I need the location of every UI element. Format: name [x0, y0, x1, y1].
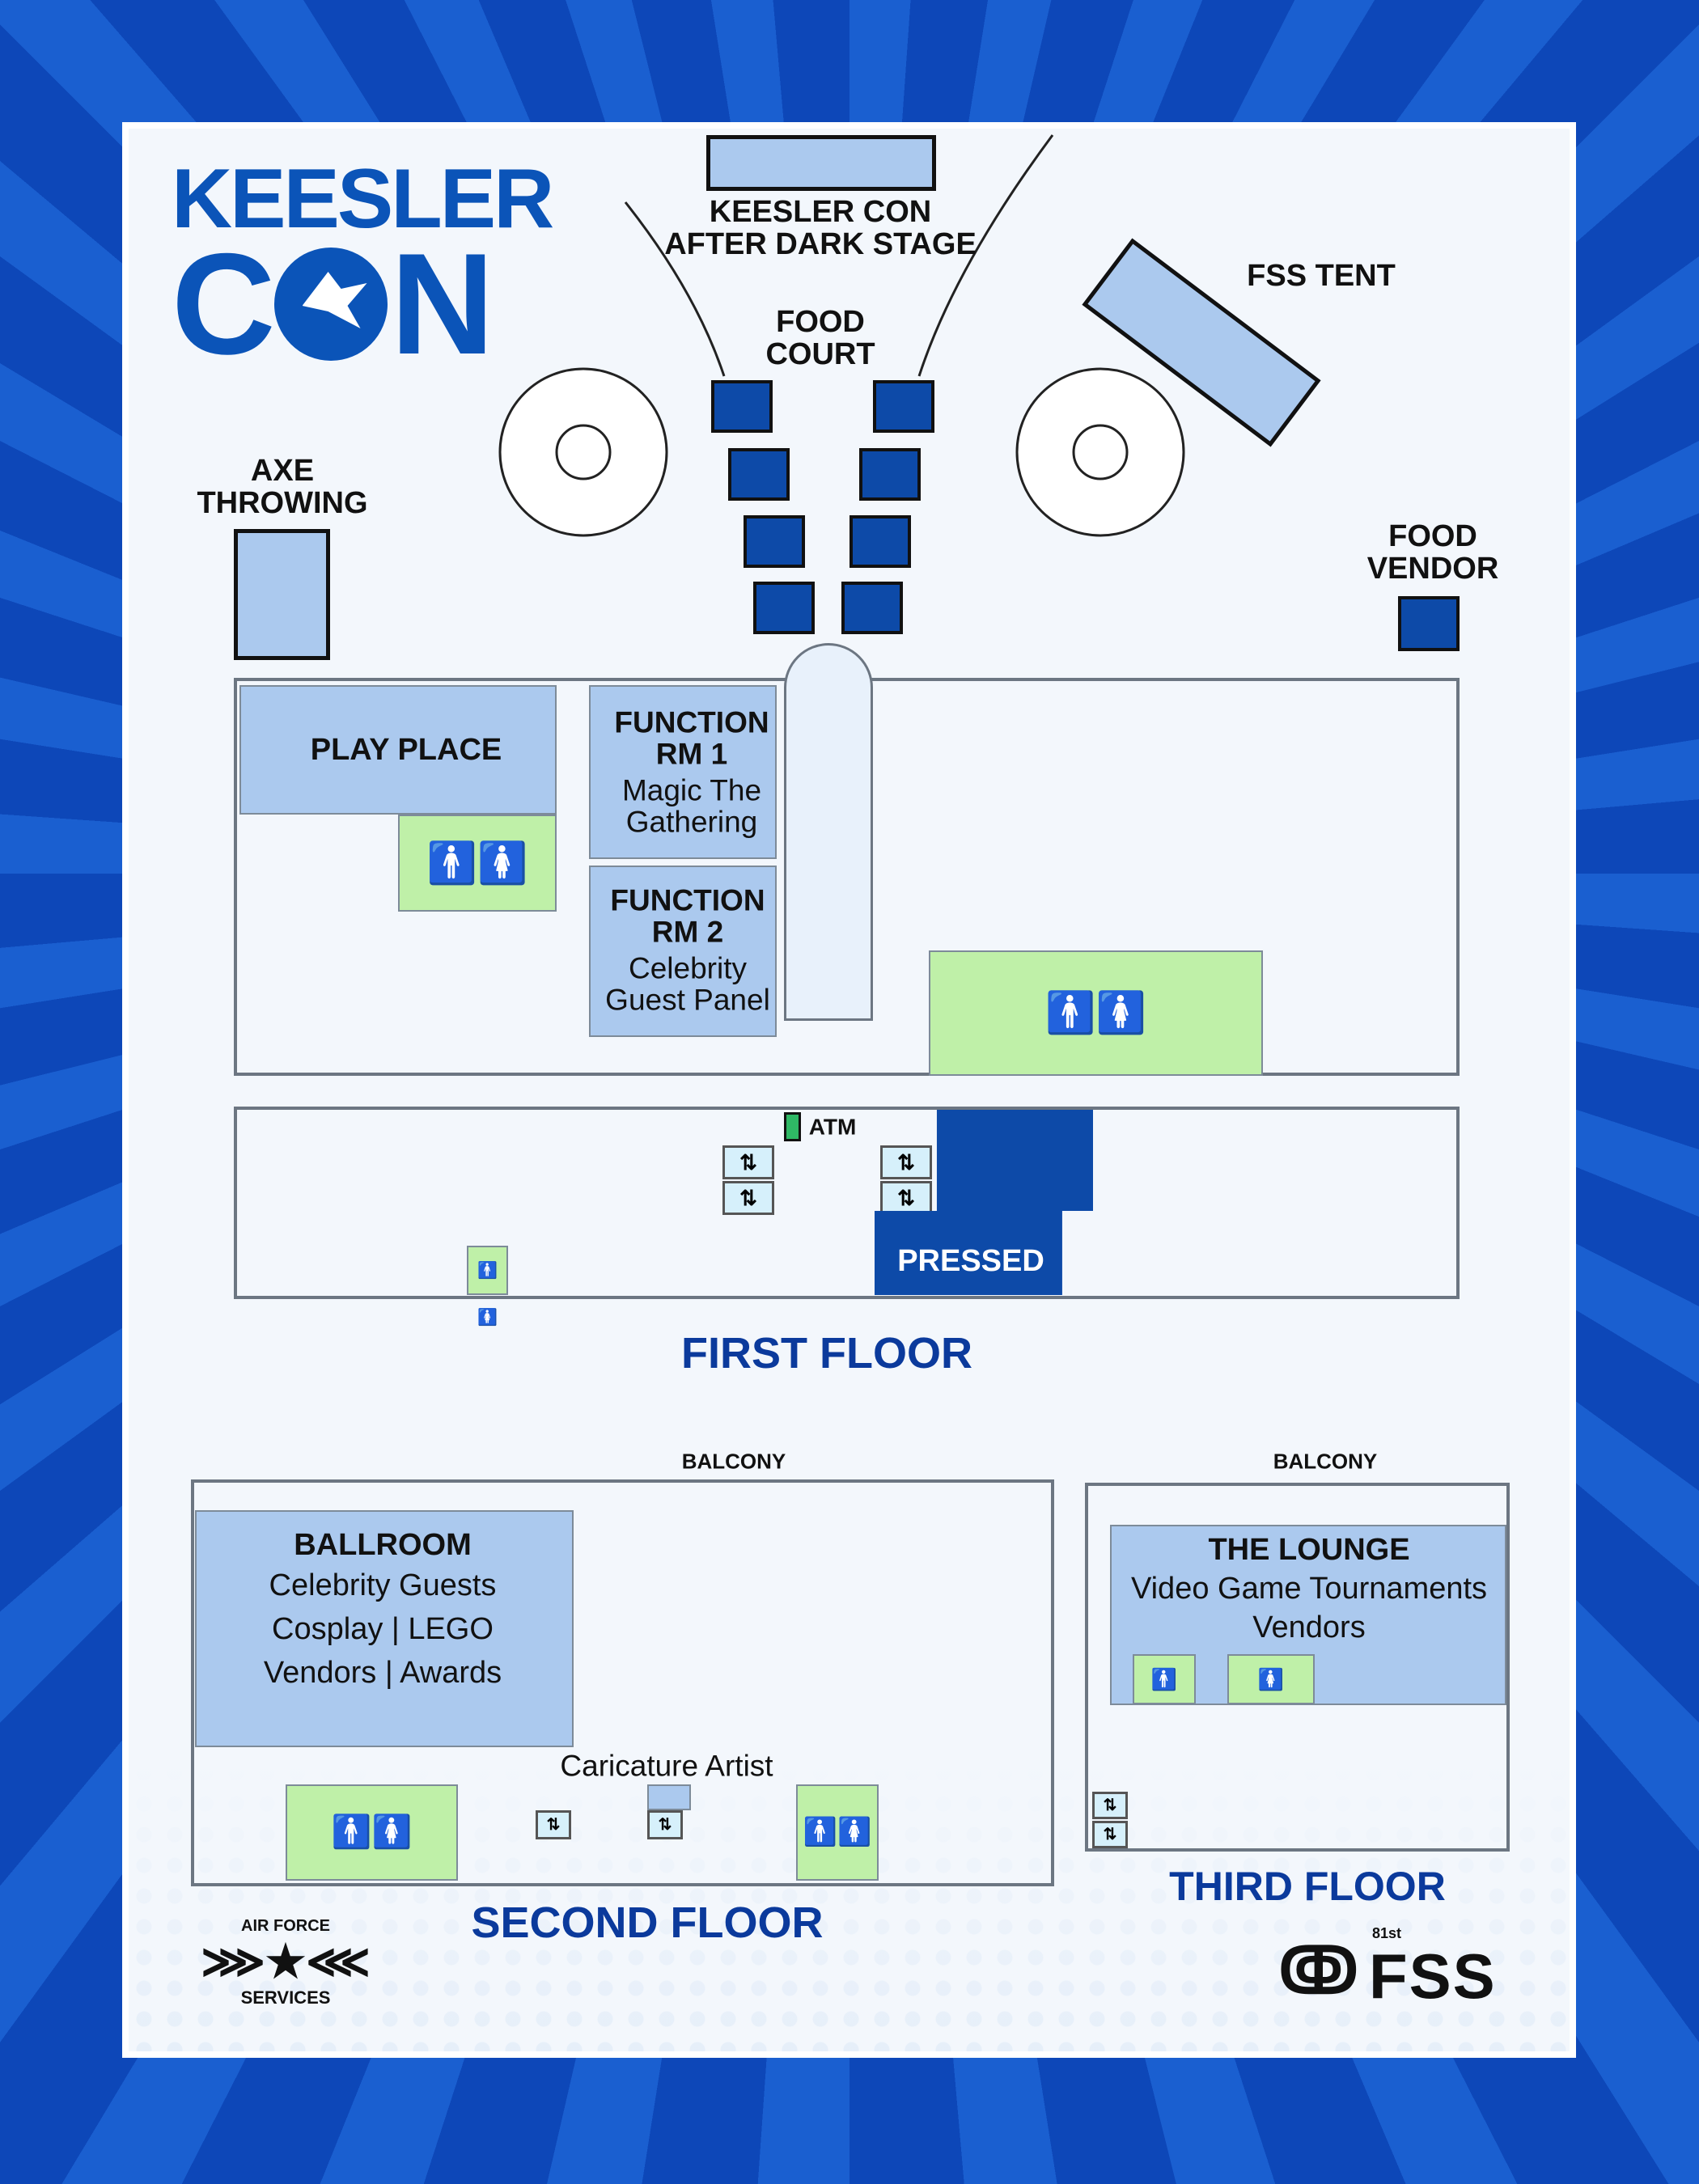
elevator-icon: ⇅: [880, 1145, 932, 1179]
elevator-icon: ⇅: [647, 1810, 683, 1839]
caricature-artist-label: Caricature Artist: [560, 1749, 773, 1783]
restroom: 🚹: [1133, 1654, 1196, 1704]
elevator-icon: ⇅: [722, 1145, 774, 1179]
winged-star-icon: ⋙★⋘: [201, 1936, 371, 1987]
restroom: 🚹🚺: [398, 815, 557, 912]
third-floor-balcony-label: BALCONY: [1273, 1449, 1378, 1474]
restroom: 🚺: [1227, 1654, 1315, 1704]
after-dark-stage: [706, 135, 936, 191]
play-place: [239, 685, 557, 815]
logo-c: C: [172, 223, 276, 384]
elevator-icon: ⇅: [880, 1181, 932, 1215]
central-corridor: [784, 643, 873, 1021]
food-booth: [711, 380, 773, 433]
fss-tent-label: FSS TENT: [1247, 259, 1396, 294]
flame-swoosh-icon: ↂ: [1278, 1935, 1359, 2007]
second-floor-building: [191, 1479, 1054, 1886]
food-booth: [850, 515, 911, 568]
map-card: [122, 122, 1576, 2058]
second-floor-title: SECOND FLOOR: [471, 1898, 824, 1947]
dragon-icon: [273, 248, 388, 361]
second-floor-balcony-label: BALCONY: [681, 1449, 786, 1474]
third-floor-building: [1085, 1483, 1510, 1852]
ballroom: [195, 1510, 574, 1747]
pressed-label: PRESSED: [897, 1244, 1044, 1279]
atm-label: ATM: [808, 1114, 857, 1140]
logo-keesler: KEESLER: [172, 152, 554, 246]
atm-icon: [784, 1112, 801, 1141]
elevator-icon: ⇅: [1092, 1792, 1128, 1819]
caricature-artist-spot: [647, 1784, 691, 1810]
roundabout-left: [498, 367, 668, 537]
first-floor-title: FIRST FLOOR: [681, 1329, 972, 1378]
third-floor-title: THIRD FLOOR: [1169, 1864, 1446, 1909]
restroom: 🚹🚺: [929, 950, 1263, 1076]
ballroom-label: BALLROOM Celebrity Guests Cosplay | LEGO…: [263, 1528, 502, 1690]
food-vendor-booth: [1398, 596, 1460, 651]
food-booth: [859, 448, 921, 501]
elevator-icon: ⇅: [1092, 1821, 1128, 1848]
81st-fss-logo: ↂ 81st FSS: [1278, 1925, 1497, 2012]
air-force-services-logo: AIR FORCE ⋙★⋘ SERVICES: [201, 1917, 371, 2008]
play-place-label: PLAY PLACE: [310, 733, 502, 768]
lounge-label: THE LOUNGE Video Game Tournaments Vendor…: [1130, 1533, 1488, 1644]
restroom: 🚹🚺: [467, 1246, 508, 1327]
roundabout-right: [1015, 367, 1185, 537]
first-floor-lower-wing: [234, 1107, 1460, 1299]
keesler-con-logo: KEESLER C N: [172, 152, 560, 384]
food-booth: [873, 380, 934, 433]
food-booth: [753, 582, 815, 634]
food-booth: [728, 448, 790, 501]
function-room-1: [589, 685, 777, 859]
logo-n: N: [390, 223, 495, 384]
elevator-icon: ⇅: [536, 1810, 571, 1839]
restroom: 🚹🚺: [796, 1784, 879, 1881]
function-room-2: [589, 866, 777, 1037]
elevator-icon: ⇅: [722, 1181, 774, 1215]
food-booth: [841, 582, 903, 634]
restroom: 🚹🚺: [286, 1784, 458, 1881]
food-booth: [744, 515, 805, 568]
axe-throwing-area: [234, 529, 330, 660]
